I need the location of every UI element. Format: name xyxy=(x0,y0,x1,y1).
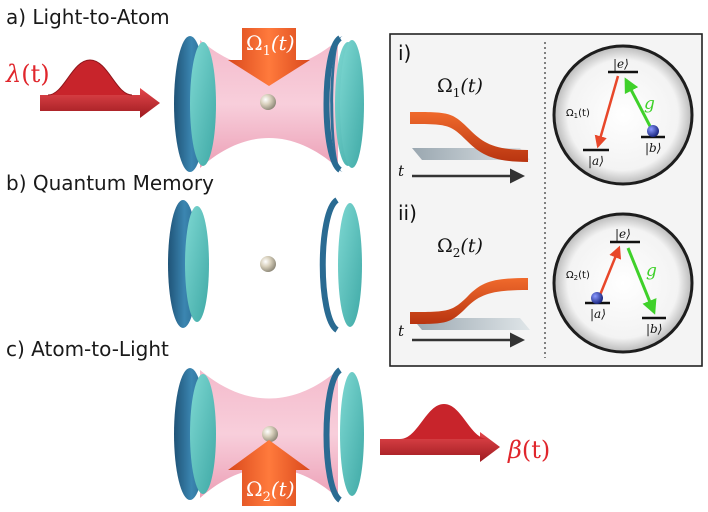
atom-b xyxy=(260,256,276,272)
panel-ii-coupling-label: g xyxy=(646,261,657,281)
panel-i-laser-arg: (t) xyxy=(578,108,590,119)
panel-i-laser-label: Ω1(t) xyxy=(566,108,590,120)
output-pulse-symbol: β xyxy=(507,436,522,464)
section-b-label: b) Quantum Memory xyxy=(6,171,214,195)
panel-i-omega: Ω1(t) xyxy=(437,75,483,100)
panel-ii-atom xyxy=(591,292,603,304)
panel-i-pulse-plot xyxy=(410,112,530,184)
atom-a xyxy=(260,94,276,110)
control-c-sub: 2 xyxy=(263,490,271,505)
panel-i-coupling-arrow xyxy=(624,77,654,131)
panel-ii-laser-label: Ω2(t) xyxy=(566,270,590,282)
control-c-symbol: Ω xyxy=(246,477,263,501)
panel-ii-omega-sub: 2 xyxy=(453,246,461,260)
left-mirror-c xyxy=(174,368,216,500)
control-a-sub: 1 xyxy=(263,44,271,59)
panel-i-laser-arrow xyxy=(594,75,620,149)
panel-i-label: i) xyxy=(398,41,411,65)
panel-ii-label: ii) xyxy=(398,201,417,225)
input-pulse-arg: (t) xyxy=(21,60,49,88)
panel-ii-omega: Ω2(t) xyxy=(437,235,483,260)
output-pulse-arg: (t) xyxy=(522,436,550,464)
input-pulse-label: λ(t) xyxy=(5,60,50,88)
control-a-label: Ω1(t) xyxy=(246,31,295,59)
panel-i-level-b: |b⟩ xyxy=(645,141,661,155)
output-pulse-arrow xyxy=(380,404,500,462)
panel-i-omega-sub: 1 xyxy=(453,86,461,100)
control-c-arg: (t) xyxy=(271,477,295,501)
right-mirror-a xyxy=(323,35,364,173)
control-arrow-a xyxy=(228,28,310,86)
panel-ii-laser-symbol: Ω xyxy=(566,270,574,281)
panel-i-level-a: |a⟩ xyxy=(588,154,604,168)
panel-i-level-e: |e⟩ xyxy=(613,57,629,71)
left-mirror-a xyxy=(174,36,216,172)
panel-ii-laser-sub: 2 xyxy=(574,274,578,282)
panel-i-coupling-label: g xyxy=(644,94,655,114)
control-a-arg: (t) xyxy=(271,31,295,55)
control-c-label: Ω2(t) xyxy=(246,477,295,505)
input-pulse-symbol: λ xyxy=(5,60,21,88)
panel-ii-pulse-plot xyxy=(410,278,530,348)
panel-i-laser-symbol: Ω xyxy=(566,108,574,119)
panel-i-omega-arg: (t) xyxy=(460,75,482,97)
panel-i-time-label: t xyxy=(398,162,405,180)
control-arrow-c xyxy=(228,440,310,506)
section-a-label: a) Light-to-Atom xyxy=(6,5,170,29)
panel-ii-omega-arg: (t) xyxy=(460,235,482,257)
panel-ii-coupling-arrow xyxy=(626,247,657,315)
panel-ii-level-a: |a⟩ xyxy=(590,307,606,321)
panel-ii-level-b: |b⟩ xyxy=(646,322,662,336)
right-mirror-b xyxy=(319,197,362,333)
panel-i-omega-symbol: Ω xyxy=(437,75,453,97)
left-mirror-b xyxy=(168,200,209,328)
input-pulse-arrow xyxy=(40,59,160,118)
control-a-symbol: Ω xyxy=(246,31,263,55)
panel-i-atom xyxy=(647,125,659,137)
panel-ii-omega-symbol: Ω xyxy=(437,235,453,257)
output-pulse-label: β(t) xyxy=(507,436,550,464)
panel-ii-level-e: |e⟩ xyxy=(615,227,631,241)
panel-ii-laser-arg: (t) xyxy=(578,270,590,281)
panel-i-laser-sub: 1 xyxy=(574,112,578,120)
panel-ii-laser-arrow xyxy=(596,245,622,301)
atom-c xyxy=(262,426,278,442)
section-c-label: c) Atom-to-Light xyxy=(6,337,169,361)
panel-ii-time-label: t xyxy=(398,322,405,340)
right-mirror-c xyxy=(323,367,364,503)
